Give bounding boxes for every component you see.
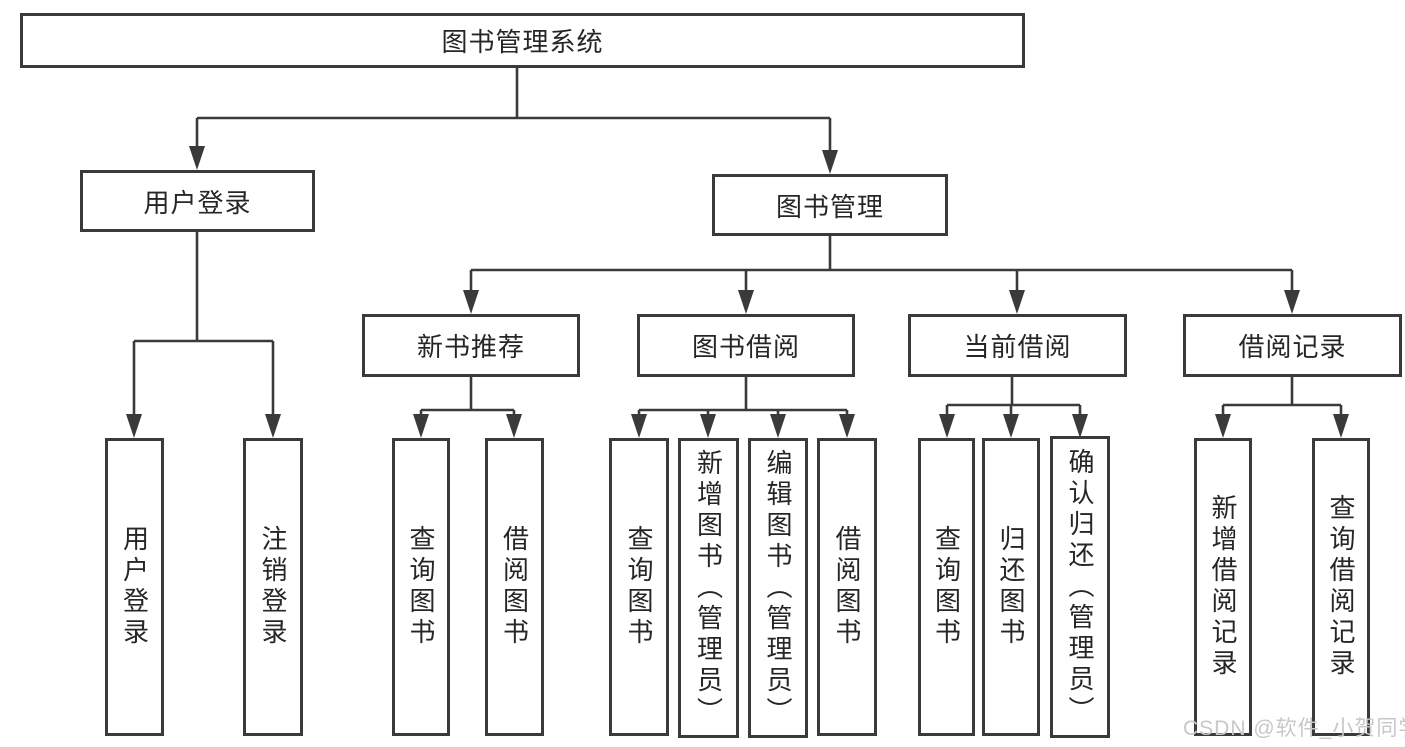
leaf-label: 编辑图书（管理员）	[763, 448, 793, 728]
node-label: 图书管理系统	[441, 27, 604, 57]
connector-root-split	[189, 68, 838, 174]
leaf-return-book: 归还图书	[982, 438, 1040, 736]
leaf-label: 用户登录	[119, 525, 150, 649]
leaf-query-borrow-record: 查询借阅记录	[1312, 438, 1370, 736]
node-book-borrow: 图书借阅	[637, 314, 855, 377]
node-library-management-system: 图书管理系统	[20, 13, 1025, 68]
node-user-login: 用户登录	[80, 170, 315, 232]
leaf-label: 借阅图书	[499, 525, 530, 649]
connector-book-borrow-split	[631, 377, 855, 438]
node-label: 当前借阅	[963, 332, 1072, 362]
leaf-label: 注销登录	[258, 525, 288, 649]
leaf-logout: 注销登录	[243, 438, 303, 736]
node-label: 新书推荐	[416, 332, 525, 362]
leaf-query-book-recommend: 查询图书	[392, 438, 450, 736]
leaf-borrow-book-recommend: 借阅图书	[485, 438, 544, 736]
node-current-borrow: 当前借阅	[908, 314, 1127, 377]
node-label: 借阅记录	[1238, 332, 1347, 362]
node-borrow-records: 借阅记录	[1183, 314, 1402, 377]
connector-user-login-split	[126, 232, 281, 438]
connector-new-book-split	[413, 377, 522, 438]
connector-current-borrow-split	[939, 377, 1088, 438]
csdn-watermark: CSDN @软件_小贺同学	[1183, 717, 1405, 740]
leaf-label: 归还图书	[996, 525, 1026, 649]
leaf-add-borrow-record: 新增借阅记录	[1194, 438, 1252, 736]
leaf-label: 新增图书（管理员）	[693, 448, 724, 728]
leaf-edit-book-admin: 编辑图书（管理员）	[748, 438, 808, 738]
leaf-label: 查询图书	[931, 525, 962, 649]
leaf-label: 查询图书	[406, 525, 436, 649]
leaf-query-book-borrow: 查询图书	[609, 438, 669, 736]
leaf-label: 查询图书	[624, 525, 654, 649]
node-label: 图书借阅	[691, 332, 800, 362]
leaf-label: 确认归还（管理员）	[1065, 447, 1095, 727]
node-new-book-recommend: 新书推荐	[362, 314, 580, 377]
leaf-label: 查询借阅记录	[1326, 494, 1356, 680]
leaf-confirm-return-admin: 确认归还（管理员）	[1050, 436, 1110, 738]
connector-borrow-record-split	[1215, 377, 1349, 438]
node-label: 图书管理	[775, 191, 884, 222]
leaf-add-book-admin: 新增图书（管理员）	[678, 438, 739, 738]
node-book-management: 图书管理	[712, 174, 948, 236]
leaf-borrow-book: 借阅图书	[817, 438, 877, 736]
node-label: 用户登录	[143, 187, 252, 218]
connector-book-management-split	[463, 236, 1300, 314]
leaf-label: 新增借阅记录	[1208, 494, 1238, 680]
leaf-query-book-current: 查询图书	[918, 438, 975, 736]
leaf-label: 借阅图书	[832, 525, 862, 649]
leaf-user-login: 用户登录	[105, 438, 164, 736]
